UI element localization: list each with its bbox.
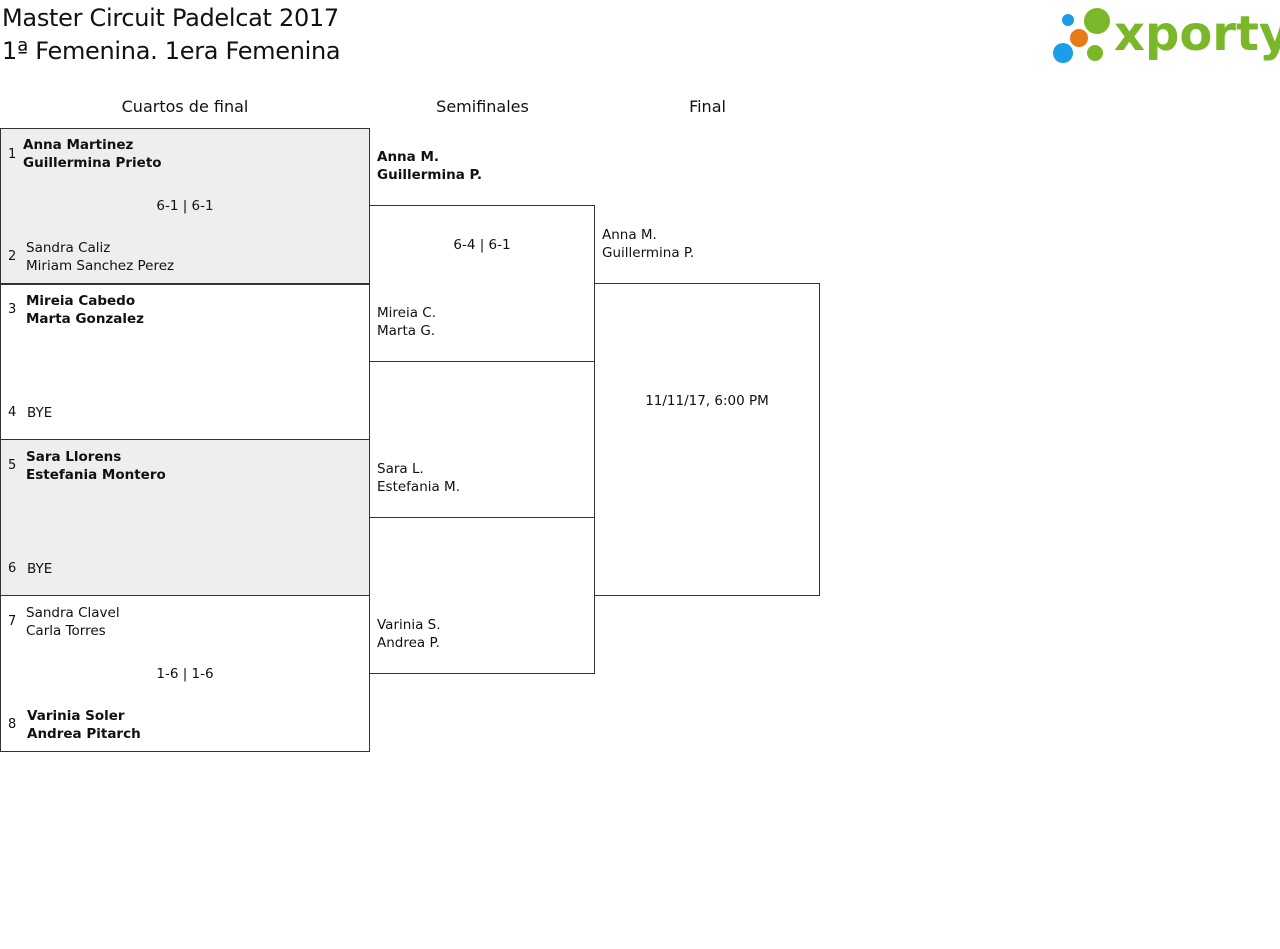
semifinal-match-2[interactable]: Varinia S. Andrea P. [369, 517, 595, 674]
seed-number: 8 [8, 717, 17, 732]
semifinal-1-bottom-team[interactable]: Mireia C. Marta G. [377, 304, 436, 340]
team-seed-6-bye: BYE [27, 560, 52, 578]
player-name: Andrea P. [377, 635, 440, 651]
player-name: Marta G. [377, 323, 436, 339]
xporty-logo-text: xporty [1114, 6, 1280, 62]
round-header-final: Final [689, 97, 726, 116]
player-name: Mireia Cabedo [26, 293, 136, 309]
seed-number: 6 [8, 561, 17, 576]
round-header-semifinals: Semifinales [436, 97, 529, 116]
bye-label: BYE [27, 405, 53, 421]
player-name: Anna Martinez [23, 137, 134, 153]
xporty-logo[interactable]: xporty [1050, 4, 1280, 68]
seed-number: 2 [8, 249, 17, 264]
team-seed-3[interactable]: Mireia Cabedo Marta Gonzalez [26, 292, 144, 328]
player-name: Sara L. [377, 461, 424, 477]
player-name: Varinia Soler [27, 708, 125, 724]
team-seed-7[interactable]: Sandra Clavel Carla Torres [26, 604, 120, 640]
quarterfinal-match-3[interactable]: 5 Sara Llorens Estefania Montero 6 BYE [0, 439, 370, 596]
player-name: Varinia S. [377, 617, 441, 633]
player-name: Anna M. [602, 227, 657, 243]
quarterfinal-match-1[interactable]: 1 Anna Martinez Guillermina Prieto 6-1 |… [0, 128, 370, 285]
player-name: Sara Llorens [26, 449, 122, 465]
team-seed-4-bye: BYE [27, 404, 52, 422]
final-match[interactable]: 11/11/17, 6:00 PM [594, 283, 820, 596]
player-name: Carla Torres [26, 623, 106, 639]
match-score: 6-1 | 6-1 [156, 198, 214, 214]
player-name: Andrea Pitarch [27, 726, 141, 742]
player-name: Sandra Caliz [26, 240, 111, 256]
player-name: Miriam Sanchez Perez [26, 258, 175, 274]
semifinal-2-top-team[interactable]: Sara L. Estefania M. [377, 460, 460, 496]
team-seed-8[interactable]: Varinia Soler Andrea Pitarch [27, 707, 141, 743]
seed-number: 5 [8, 458, 17, 473]
semifinal-2-bottom-team[interactable]: Varinia S. Andrea P. [377, 616, 441, 652]
player-name: Guillermina Prieto [23, 155, 162, 171]
player-name: Estefania Montero [26, 467, 166, 483]
seed-number: 3 [8, 302, 17, 317]
match-schedule: 11/11/17, 6:00 PM [645, 393, 769, 409]
seed-number: 1 [8, 147, 17, 162]
category-title: 1ª Femenina. 1era Femenina [2, 37, 341, 65]
seed-number: 7 [8, 614, 17, 629]
player-name: Marta Gonzalez [26, 311, 145, 327]
match-score: 6-4 | 6-1 [453, 237, 511, 253]
match-score: 1-6 | 1-6 [156, 666, 214, 682]
player-name: Sandra Clavel [26, 605, 120, 621]
team-seed-5[interactable]: Sara Llorens Estefania Montero [26, 448, 166, 484]
semifinal-1-top-team[interactable]: Anna M. Guillermina P. [377, 148, 482, 184]
semifinal-match-1[interactable]: 6-4 | 6-1 Mireia C. Marta G. [369, 205, 595, 362]
player-name: Guillermina P. [377, 167, 483, 183]
player-name: Anna M. [377, 149, 440, 165]
bye-label: BYE [27, 561, 53, 577]
player-name: Guillermina P. [602, 245, 695, 261]
team-seed-2[interactable]: Sandra Caliz Miriam Sanchez Perez [26, 239, 174, 275]
xporty-logo-dots [1053, 8, 1110, 63]
tournament-title: Master Circuit Padelcat 2017 [2, 4, 339, 32]
player-name: Mireia C. [377, 305, 436, 321]
quarterfinal-match-2[interactable]: 3 Mireia Cabedo Marta Gonzalez 4 BYE [0, 283, 370, 440]
player-name: Estefania M. [377, 479, 460, 495]
quarterfinal-match-4[interactable]: 7 Sandra Clavel Carla Torres 1-6 | 1-6 8… [0, 595, 370, 752]
seed-number: 4 [8, 405, 17, 420]
team-seed-1[interactable]: Anna Martinez Guillermina Prieto [23, 136, 162, 172]
final-top-team[interactable]: Anna M. Guillermina P. [602, 226, 694, 262]
round-header-quarterfinals: Cuartos de final [121, 97, 249, 116]
